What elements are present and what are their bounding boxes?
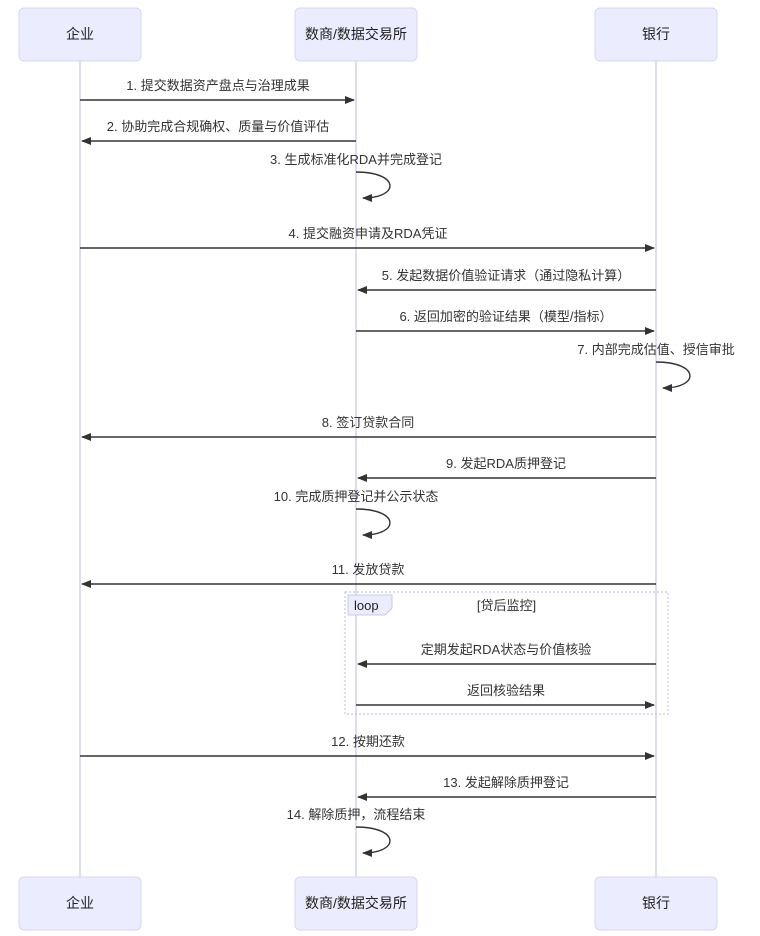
participant-box-data-exchange-top[interactable]: 数商/数据交易所 bbox=[294, 7, 418, 62]
message-label: 14. 解除质押，流程结束 bbox=[287, 807, 426, 822]
message-label: 10. 完成质押登记并公示状态 bbox=[274, 489, 439, 504]
message-11: 11. 发放贷款 bbox=[81, 562, 656, 588]
participant-label: 银行 bbox=[642, 26, 670, 42]
participant-box-bank-bottom[interactable]: 银行 bbox=[594, 876, 718, 931]
message-label: 返回核验结果 bbox=[467, 683, 545, 698]
message-12: 12. 按期还款 bbox=[80, 734, 655, 760]
message-label: 定期发起RDA状态与价值核验 bbox=[421, 642, 591, 657]
fragment-tag-shape bbox=[347, 594, 393, 616]
message-2: 2. 协助完成合规确权、质量与价值评估 bbox=[81, 119, 356, 145]
message-4: 4. 提交融资申请及RDA凭证 bbox=[80, 226, 655, 252]
message-9: 9. 发起RDA质押登记 bbox=[357, 456, 656, 482]
participant-rect bbox=[18, 876, 142, 931]
message-10: 10. 完成质押登记并公示状态 bbox=[274, 489, 439, 539]
participant-box-bank-top[interactable]: 银行 bbox=[594, 7, 718, 62]
fragment-tag-label: loop bbox=[354, 598, 379, 613]
message-8: 8. 签订贷款合同 bbox=[81, 415, 656, 441]
message-label: 2. 协助完成合规确权、质量与价值评估 bbox=[107, 119, 329, 134]
participant-rect bbox=[294, 7, 418, 62]
participant-rect bbox=[294, 876, 418, 931]
messages-group: 1. 提交数据资产盘点与治理成果 2. 协助完成合规确权、质量与价值评估 3. 生成… bbox=[80, 78, 735, 857]
message-1: 1. 提交数据资产盘点与治理成果 bbox=[80, 78, 355, 104]
actors-top-group: 企业 数商/数据交易所 银行 bbox=[18, 7, 718, 62]
message-label: 4. 提交融资申请及RDA凭证 bbox=[289, 226, 448, 241]
participant-rect bbox=[594, 876, 718, 931]
message-label: 13. 发起解除质押登记 bbox=[443, 775, 569, 790]
participant-label: 企业 bbox=[66, 26, 94, 42]
message-label: 9. 发起RDA质押登记 bbox=[446, 456, 566, 471]
message-14: 14. 解除质押，流程结束 bbox=[287, 807, 426, 857]
message-label: 11. 发放贷款 bbox=[332, 562, 405, 577]
message-label: 5. 发起数据价值验证请求（通过隐私计算） bbox=[382, 268, 630, 283]
message-6: 6. 返回加密的验证结果（模型/指标） bbox=[356, 309, 655, 335]
self-message-arrow bbox=[355, 508, 391, 539]
participant-label: 数商/数据交易所 bbox=[305, 26, 407, 42]
actors-bottom-group: 企业 数商/数据交易所 银行 bbox=[18, 876, 718, 931]
participant-label: 银行 bbox=[642, 895, 670, 911]
message-label: 7. 内部完成估值、授信审批 bbox=[577, 342, 734, 357]
self-message-arrow bbox=[355, 826, 391, 857]
participant-rect bbox=[594, 7, 718, 62]
fragment-frame bbox=[344, 591, 669, 715]
self-message-arrow bbox=[355, 171, 391, 202]
self-message-arrow bbox=[655, 361, 691, 392]
lifelines-group bbox=[79, 61, 657, 877]
participant-label: 数商/数据交易所 bbox=[305, 895, 407, 911]
fragment-condition-label: [贷后监控] bbox=[477, 598, 536, 613]
fragment-message-1: 定期发起RDA状态与价值核验 bbox=[357, 642, 656, 668]
message-label: 3. 生成标准化RDA并完成登记 bbox=[270, 152, 442, 167]
message-5: 5. 发起数据价值验证请求（通过隐私计算） bbox=[357, 268, 656, 294]
message-label: 6. 返回加密的验证结果（模型/指标） bbox=[399, 309, 612, 324]
participant-box-enterprise-bottom[interactable]: 企业 bbox=[18, 876, 142, 931]
message-13: 13. 发起解除质押登记 bbox=[357, 775, 656, 801]
message-3: 3. 生成标准化RDA并完成登记 bbox=[270, 152, 442, 202]
message-label: 12. 按期还款 bbox=[331, 734, 405, 749]
message-label: 8. 签订贷款合同 bbox=[322, 415, 414, 430]
participant-rect bbox=[18, 7, 142, 62]
participant-box-data-exchange-bottom[interactable]: 数商/数据交易所 bbox=[294, 876, 418, 931]
participant-label: 企业 bbox=[66, 895, 94, 911]
participant-box-enterprise-top[interactable]: 企业 bbox=[18, 7, 142, 62]
message-label: 1. 提交数据资产盘点与治理成果 bbox=[126, 78, 309, 93]
message-7: 7. 内部完成估值、授信审批 bbox=[577, 342, 735, 392]
fragment-message-2: 返回核验结果 bbox=[356, 683, 655, 709]
